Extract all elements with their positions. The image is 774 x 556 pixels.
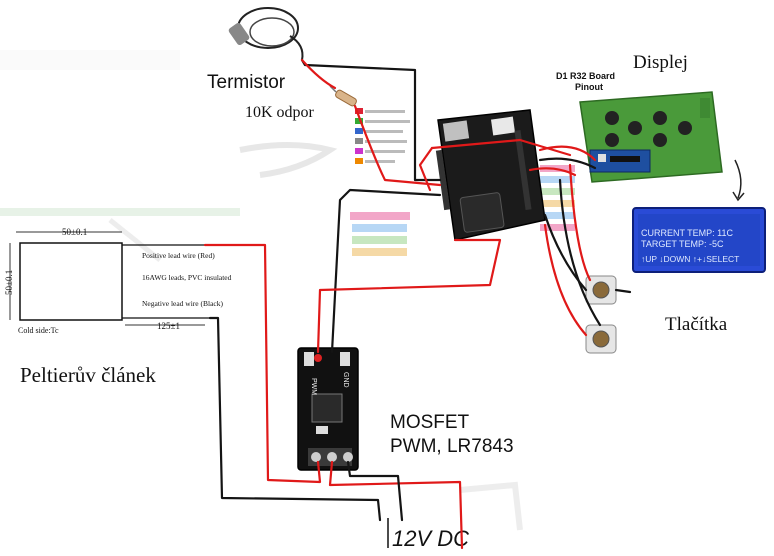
resistor-label: 10K odpor <box>245 104 315 121</box>
peltier-cell <box>19 242 123 321</box>
d1-r32-board <box>435 109 546 241</box>
board-subtitle: Pinout <box>575 82 603 92</box>
resistor-10k <box>329 85 357 107</box>
button-2 <box>585 324 617 354</box>
wires <box>203 58 632 550</box>
lcd-display <box>632 207 766 273</box>
pinout-legend <box>350 108 575 256</box>
lcd-line-2: TARGET TEMP: -5C <box>641 239 724 249</box>
lcd-line-1: CURRENT TEMP: 11C <box>641 228 734 238</box>
power-label: 12V DC <box>392 526 469 551</box>
lcd-line-3: ↑UP ↓DOWN ↑+↓SELECT <box>641 254 739 264</box>
mosfet-label-line2: PWM, LR7843 <box>390 436 514 457</box>
mosfet-label-line1: MOSFET <box>390 412 470 433</box>
display-arrow <box>734 159 742 199</box>
display-arrow-head <box>732 191 745 202</box>
peltier-lead-length: 125±1 <box>157 321 180 331</box>
display-label: Displej <box>633 52 688 73</box>
peltier-datasheet <box>0 208 240 326</box>
background-sketch <box>0 50 523 531</box>
mosfet-pin-gnd: GND <box>342 372 349 388</box>
thermistor-label: Termistor <box>207 72 286 93</box>
board-title: D1 R32 Board <box>556 71 615 81</box>
mosfet-module <box>297 347 359 471</box>
mosfet-pin-pwm: PWM <box>310 378 317 395</box>
lcd-pcb-back <box>579 91 723 183</box>
peltier-positive-lead: Positive lead wire (Red) <box>142 251 215 260</box>
peltier-width: 50±0.1 <box>62 227 87 237</box>
peltier-negative-lead: Negative lead wire (Black) <box>142 299 224 308</box>
buttons-label: Tlačítka <box>665 314 728 335</box>
peltier-height: 50±0.1 <box>4 270 14 295</box>
peltier-leads-note: 16AWG leads, PVC insulated <box>142 273 232 282</box>
peltier-label: Peltierův článek <box>20 363 156 387</box>
peltier-cold-side: Cold side:Tc <box>18 326 59 335</box>
thermistor-sensor <box>228 7 304 61</box>
